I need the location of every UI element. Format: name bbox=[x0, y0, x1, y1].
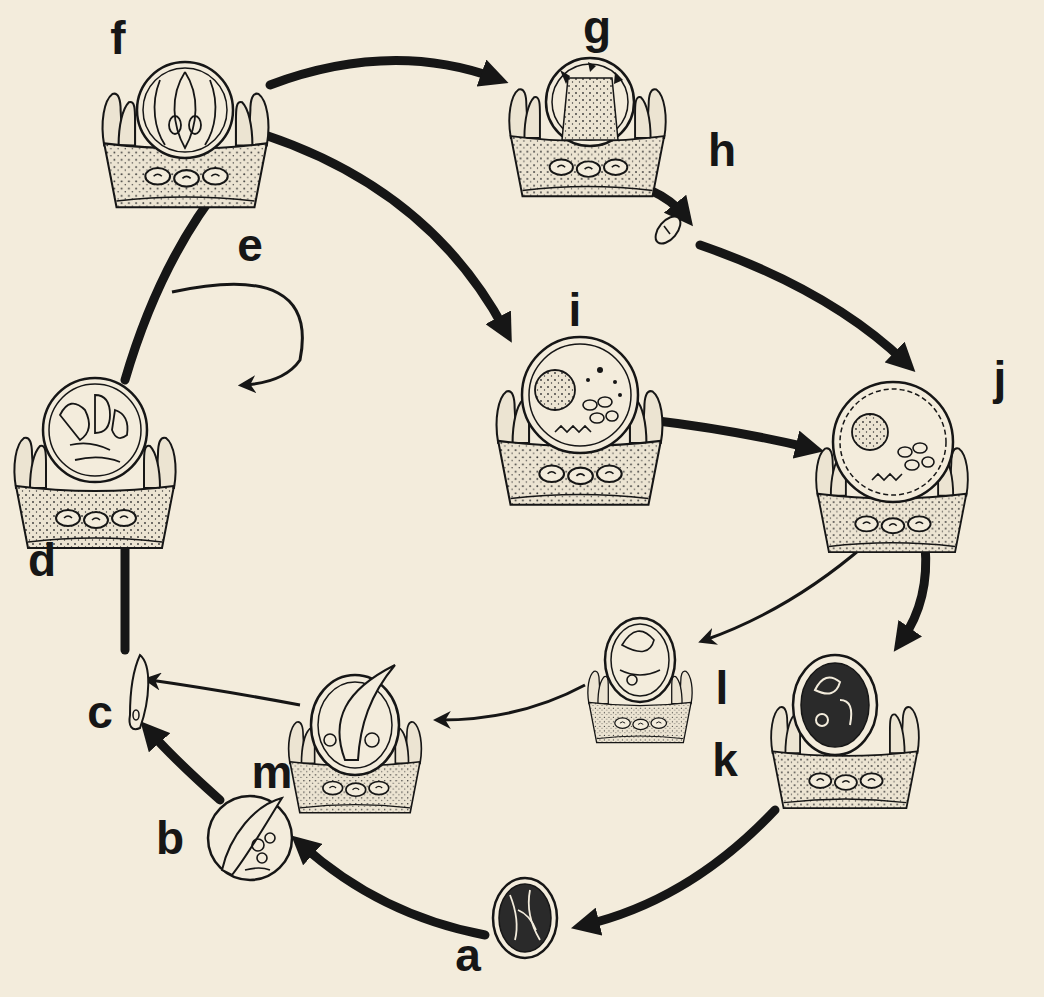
stage-letter: m bbox=[252, 749, 293, 795]
stage-letter: c bbox=[87, 689, 113, 735]
stage-letter: k bbox=[712, 737, 738, 783]
stage-letter: j bbox=[994, 355, 1007, 401]
stage-letter: h bbox=[708, 127, 736, 173]
stage-letter: d bbox=[28, 537, 56, 583]
stage-letter: b bbox=[156, 815, 184, 861]
stage-letter: l bbox=[716, 665, 729, 711]
stage-letter: a bbox=[455, 932, 481, 978]
stage-letter: f bbox=[110, 15, 125, 61]
stage-letter: g bbox=[583, 4, 611, 50]
stage-letter: e bbox=[237, 222, 263, 268]
stage-letter: i bbox=[569, 287, 582, 333]
